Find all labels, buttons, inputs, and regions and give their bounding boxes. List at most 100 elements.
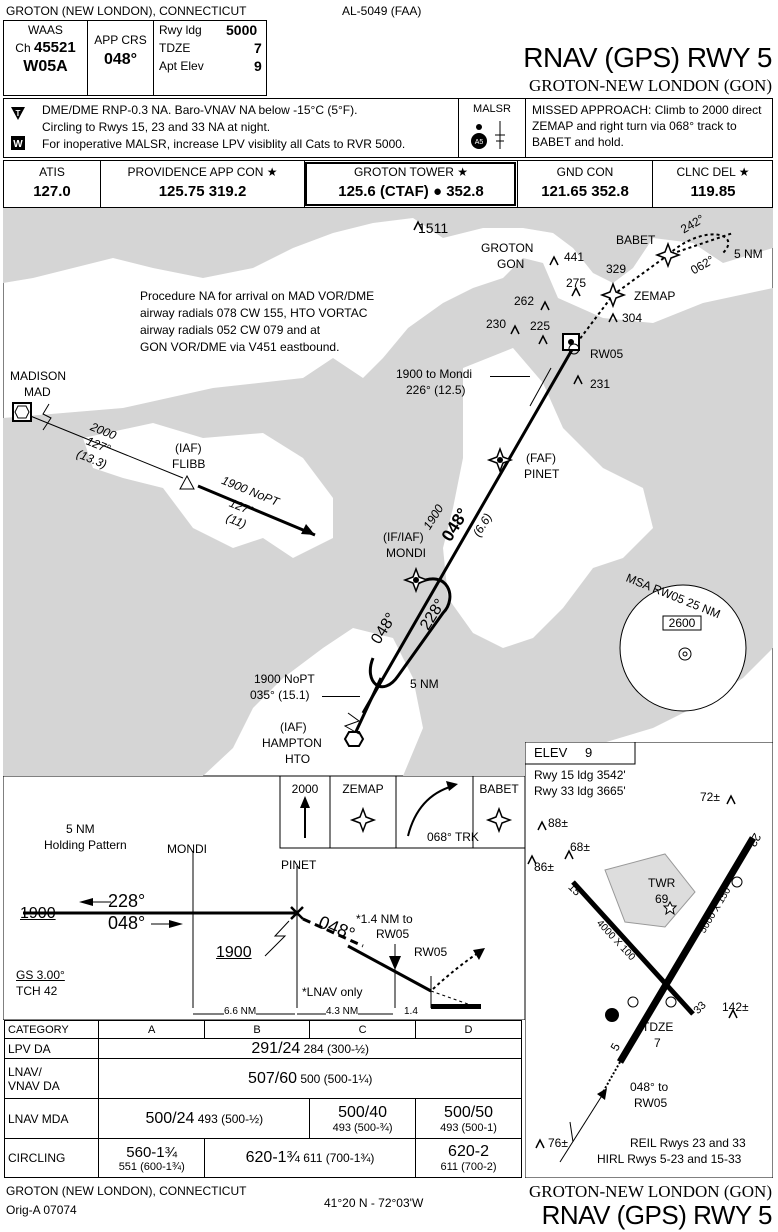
- obstacle-275: 275: [566, 276, 587, 290]
- hto-iaf-label: (IAF): [280, 720, 307, 734]
- rwy33-landing: Rwy 33 ldg 3665': [534, 784, 626, 798]
- airport-elev-label: ELEV: [534, 745, 568, 760]
- profile-rw05-label: RW05: [414, 945, 448, 959]
- briefing-box: WAAS Ch 45521 W05A APP CRS 048° Rwy ldg …: [3, 20, 267, 96]
- obstacle-441: 441: [564, 250, 585, 264]
- hto-altitude: 1900 NoPT: [254, 672, 315, 686]
- hto-label: HTO: [285, 752, 311, 766]
- obstacle-1511: 1511: [418, 220, 449, 236]
- alternate-minimums-icon: W: [11, 136, 25, 150]
- to-mondi-label: 1900 to Mondi: [396, 367, 473, 381]
- mad-dme-mark: [42, 403, 52, 431]
- hold-leg-length: 5 NM: [410, 677, 439, 691]
- profile-hold-altitude: 1900: [20, 905, 56, 922]
- airport-tdze-value: 7: [654, 1036, 661, 1050]
- hto-vortac-icon: [343, 731, 365, 747]
- pinet-faf-label: (FAF): [526, 451, 556, 465]
- airport-course-to-rw05: RW05: [634, 1096, 668, 1110]
- minimums-header-row: CATEGORY A B C D: [3, 1020, 522, 1039]
- missed-icon-zemap: ZEMAP: [342, 782, 384, 796]
- lnav-label: LNAV MDA: [3, 1098, 100, 1139]
- pinet-label: PINET: [524, 467, 560, 481]
- babet-fix-icon: [654, 241, 682, 269]
- profile-nm-to-rw05: RW05: [376, 927, 410, 941]
- pinet-fix-icon: [486, 446, 514, 474]
- rw05-label: RW05: [590, 347, 624, 361]
- note-line3: For inoperative MALSR, increase LPV visi…: [42, 137, 406, 151]
- comms-box: ATIS 127.0 PROVIDENCE APP CON ★ 125.75 3…: [3, 160, 773, 208]
- tower-label: GROTON TOWER ★: [353, 165, 469, 179]
- profile-tch: TCH 42: [16, 984, 58, 998]
- tower-freq: 125.6 (CTAF) ● 352.8: [338, 183, 484, 200]
- clearance-freq: 119.85: [690, 183, 736, 200]
- atis-freq: 127.0: [33, 183, 71, 200]
- waas-label: WAAS: [28, 23, 63, 37]
- babet-leg-length: 5 NM: [734, 247, 763, 261]
- obstacle-icons: [413, 220, 618, 385]
- clearance-label: CLNC DEL ★: [676, 165, 750, 179]
- flibb-iaf-label: (IAF): [175, 441, 202, 455]
- airport-malsr-icon: [605, 1008, 619, 1022]
- app-crs-value: 048°: [103, 51, 138, 68]
- approach-label: PROVIDENCE APP CON ★: [127, 165, 278, 179]
- rw05-threshold-icon: [568, 343, 580, 355]
- zemap-icon: [349, 806, 377, 834]
- obstacle-225: 225: [530, 319, 551, 333]
- zemap-fix-icon: [599, 281, 627, 309]
- missed-icon-track: 068° TRK: [427, 830, 479, 844]
- malsr-icon: A5: [471, 121, 505, 149]
- airport-elev-value: 9: [585, 745, 593, 760]
- airport-name: GROTON-NEW LONDON (GON): [528, 76, 772, 95]
- circling-bc-minimums: 620-1¾ 611 (700-1¾): [203, 1138, 417, 1178]
- lpv-row: LPV DA 291/24 284 (300-½): [3, 1038, 522, 1059]
- hto-course: 035° (15.1): [250, 688, 310, 702]
- obstacle-230: 230: [486, 317, 507, 331]
- lnav-vnav-label: LNAV/VNAV DA: [3, 1058, 100, 1099]
- note-line2: Circling to Rwys 15, 23 and 33 NA at nig…: [42, 120, 271, 134]
- app-crs-label: APP CRS: [94, 33, 147, 47]
- flibb-label: FLIBB: [172, 457, 206, 471]
- profile-distance-2: 4.3 NM: [326, 1006, 359, 1017]
- obstacle-329: 329: [606, 262, 627, 276]
- notes-box: T W DME/DME RNP-0.3 NA. Baro-VNAV NA bel…: [3, 98, 773, 158]
- hampton-label: HAMPTON: [262, 736, 322, 750]
- lnav-ab-minimums: 500/24 493 (500-½): [98, 1098, 311, 1139]
- tdze-label: TDZE: [159, 41, 191, 55]
- missed-approach-text: MISSED APPROACH: Climb to 2000 direct ZE…: [532, 103, 762, 149]
- msa-altitude: 2600: [668, 616, 696, 630]
- profile-distance-3: 1.4: [404, 1006, 418, 1017]
- rwy15-landing: Rwy 15 ldg 3542': [534, 768, 626, 782]
- category-a: A: [98, 1020, 205, 1039]
- apt-elev-label: Apt Elev: [159, 59, 204, 73]
- gon-vor-icon: [562, 333, 580, 351]
- mondi-fix-icon: [402, 566, 430, 594]
- groton-label: GROTON: [481, 241, 534, 255]
- reil-note: REIL Rwys 23 and 33: [630, 1136, 746, 1150]
- land-north: [3, 208, 773, 283]
- footer-airport: GROTON-NEW LONDON (GON): [528, 1182, 772, 1201]
- tdze-value: 7: [254, 40, 262, 56]
- profile-holding-length: 5 NM: [66, 822, 95, 836]
- obstacle-86: 86±: [534, 860, 554, 874]
- to-mondi-course: 226° (12.5): [406, 383, 466, 397]
- svg-text:W: W: [13, 139, 23, 150]
- header-location: GROTON (NEW LONDON), CONNECTICUT: [6, 4, 247, 18]
- lpv-label: LPV DA: [3, 1038, 100, 1059]
- rwy-ldg-label: Rwy ldg: [159, 23, 202, 37]
- note-line1: DME/DME RNP-0.3 NA. Baro-VNAV NA below -…: [42, 103, 358, 117]
- profile-view: [3, 776, 525, 1020]
- profile-glideslope: GS 3.00°: [16, 968, 65, 982]
- missed-icon-babet: BABET: [479, 782, 519, 796]
- profile-inbound-course: 048°: [108, 913, 146, 933]
- chart-id: AL-5049 (FAA): [342, 4, 422, 18]
- obstacle-76: 76±: [548, 1136, 568, 1150]
- obstacle-72: 72±: [700, 790, 720, 804]
- obstacle-262: 262: [514, 294, 535, 308]
- ground-label: GND CON: [556, 165, 614, 179]
- msa-center-icon: [678, 647, 692, 661]
- procedure-title: RNAV (GPS) RWY 5: [523, 42, 772, 73]
- obstacle-231: 231: [590, 377, 611, 391]
